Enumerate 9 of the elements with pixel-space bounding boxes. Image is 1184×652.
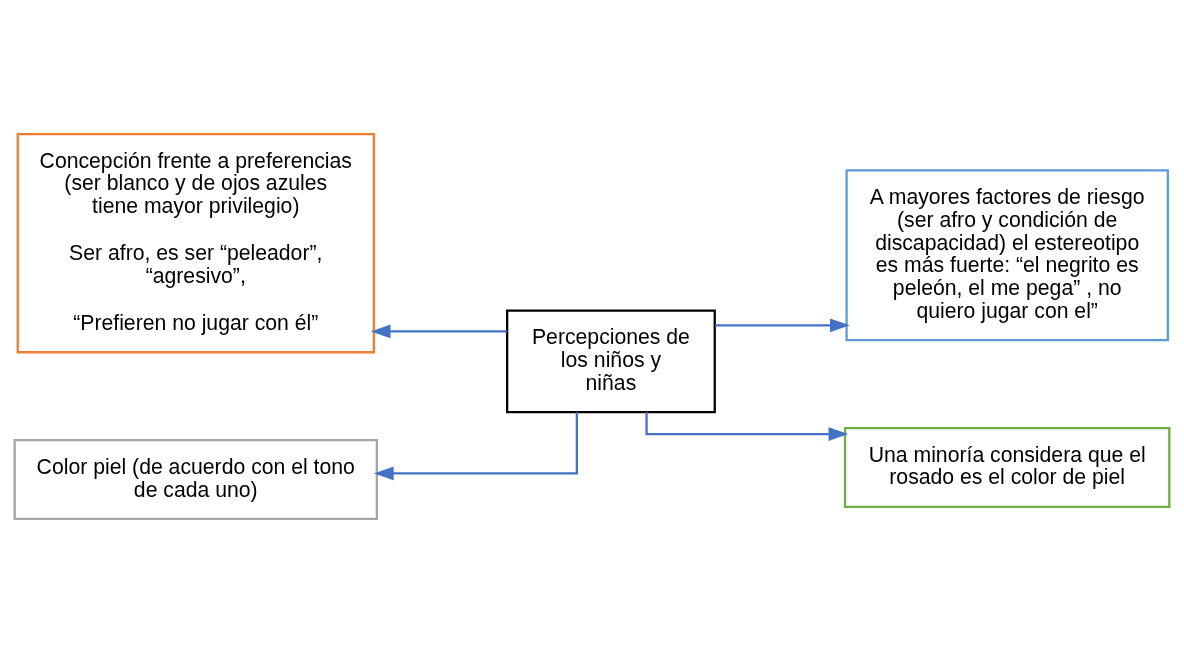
- node-box: A mayores factores de riesgo (ser afro y condición de discapacidad) el estereotipo es más fuerte: “el negrito es peleón, el me pega” , no quiero jugar con el”: [845, 168, 1169, 341]
- node-box: Color piel (de acuerdo con el tono de cada uno): [13, 438, 378, 520]
- arrow: [370, 324, 507, 338]
- node-box: Una minoría considera que el rosado es el color de piel: [843, 426, 1171, 508]
- node-box: Concepción frente a preferencias (ser blanco y de ojos azules tiene mayor privilegio) Ser afro, es ser “peleador”, “agresivo”, “Prefieren no jugar con él”: [16, 132, 375, 353]
- arrow: [715, 317, 850, 332]
- node-box: Percepciones de los niños y niñas: [506, 308, 716, 413]
- arrow: [645, 411, 849, 441]
- arrow: [373, 411, 578, 480]
